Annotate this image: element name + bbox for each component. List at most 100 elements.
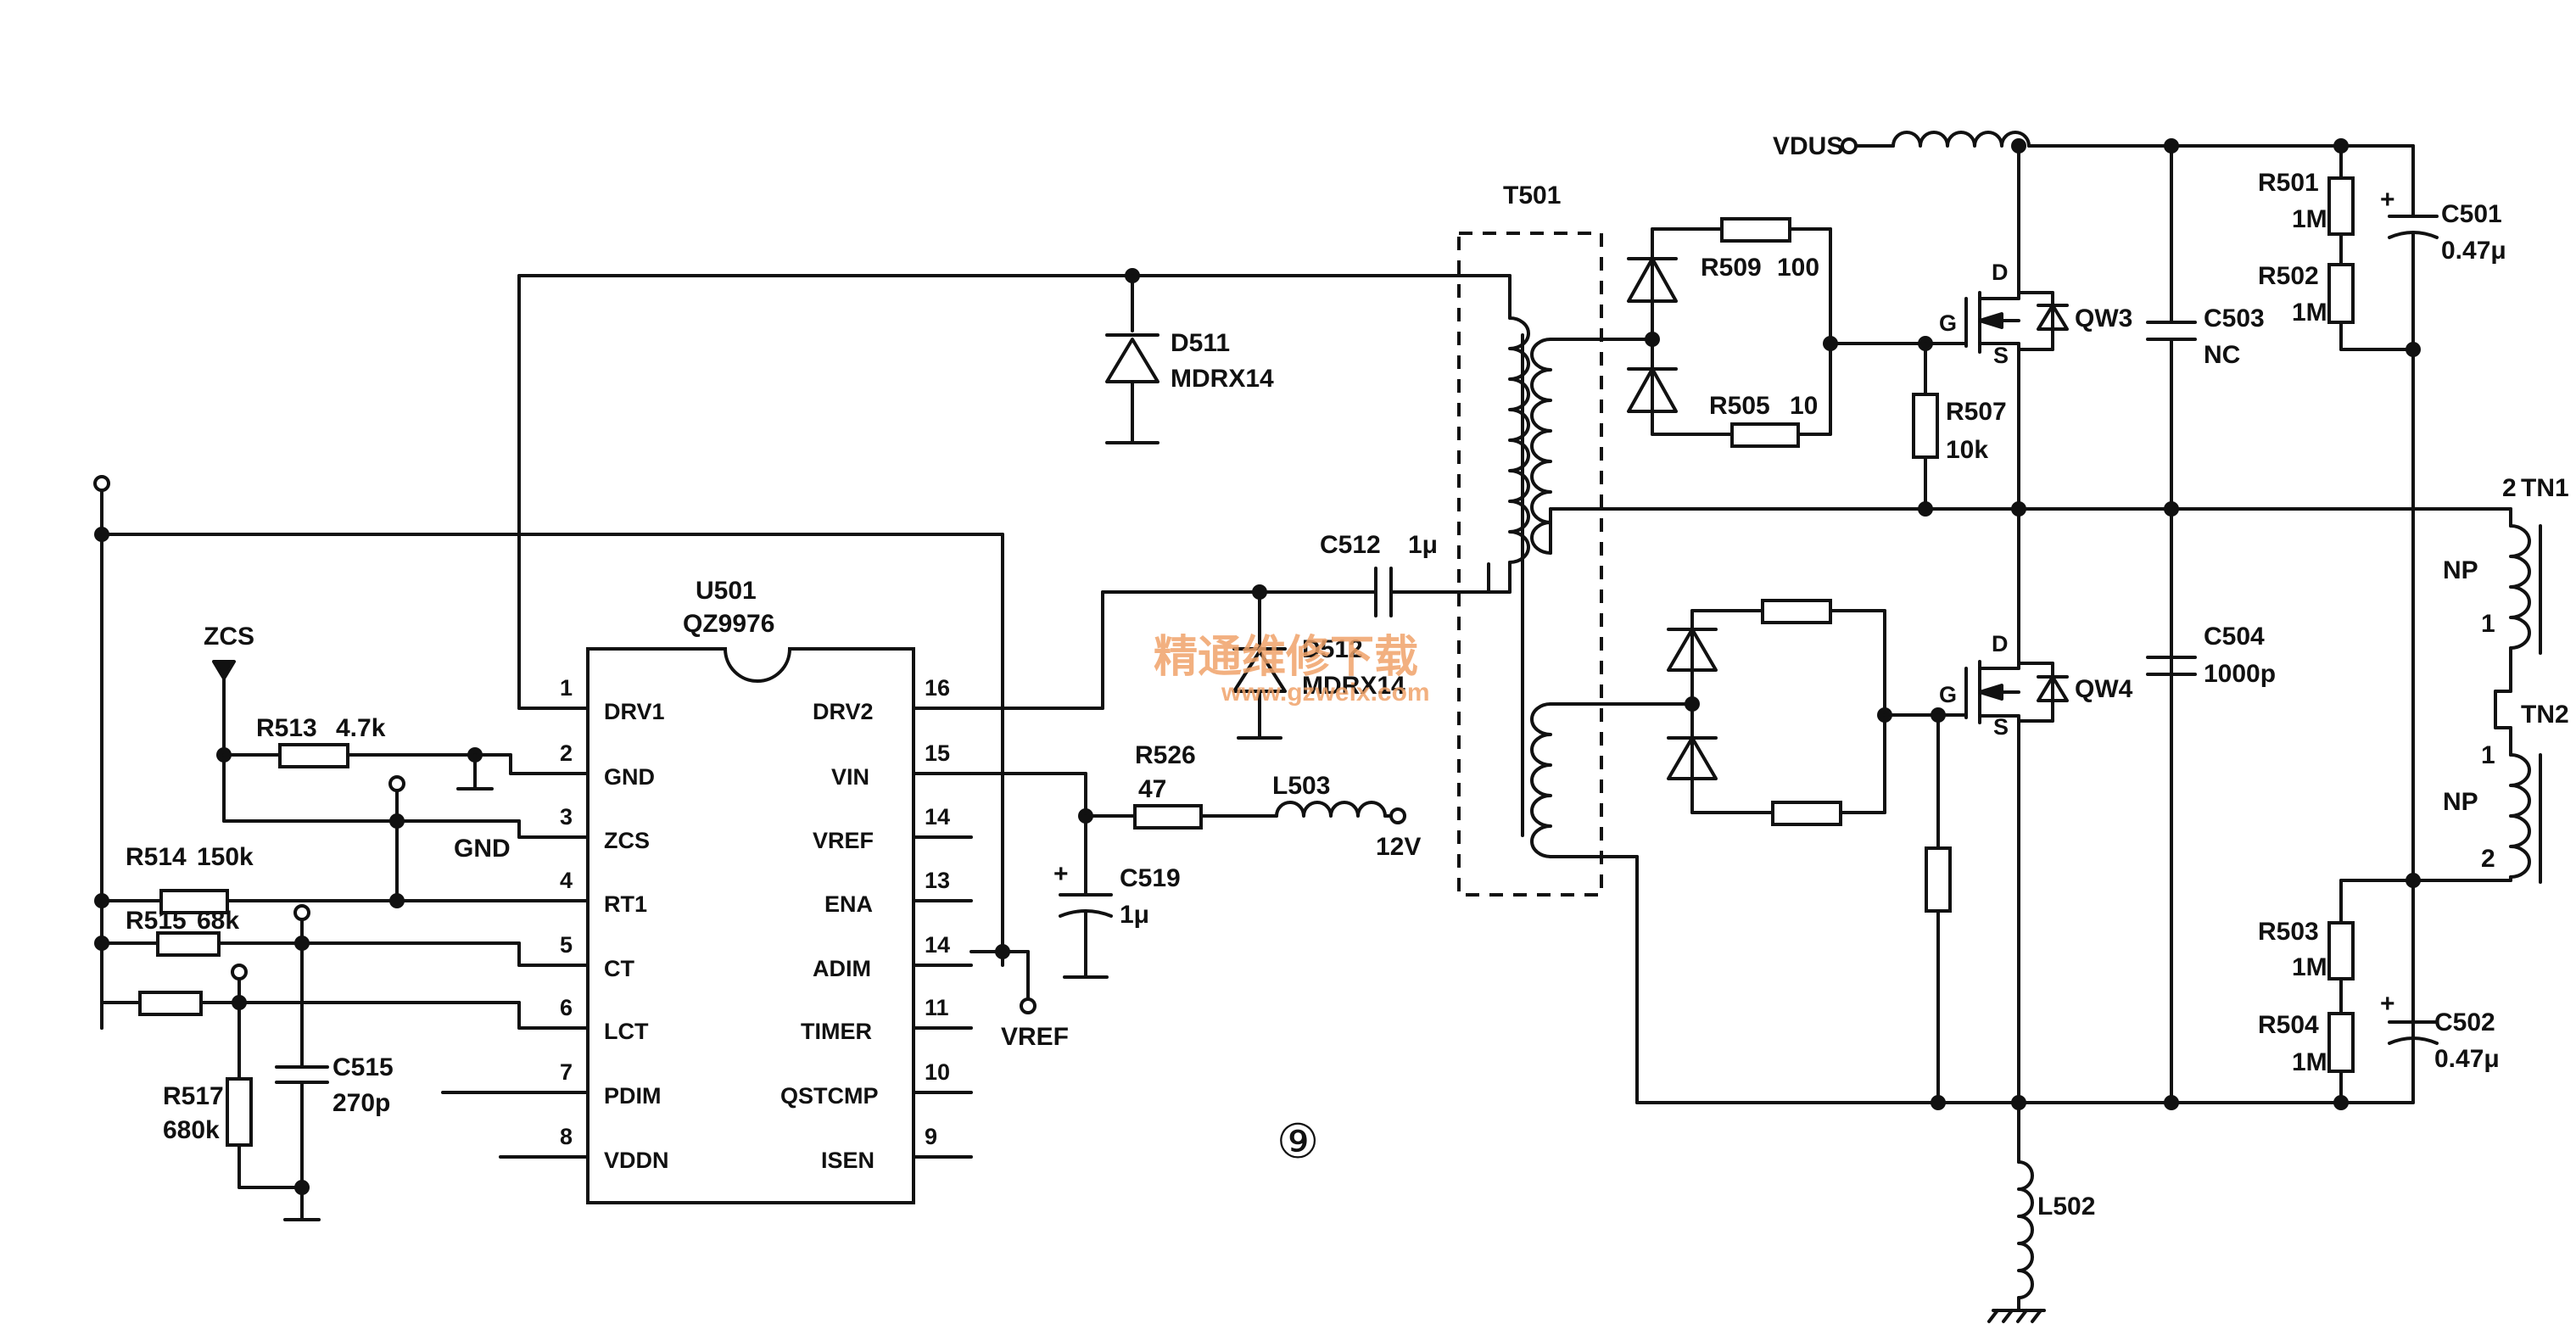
pin-name-vddn: VDDN [604,1148,669,1173]
r526-ref: R526 [1135,741,1196,769]
ic-u501: U501 QZ9976 1 DRV1 2 GND 3 ZCS 4 RT1 5 C… [441,577,973,1204]
output-transformer: 2 TN1 NP 1 TN2 1 NP 2 [2017,474,2569,888]
d512-ref: D512 [1302,635,1363,663]
c501-ref: C501 [2441,200,2502,228]
r513-ref: R513 [256,714,317,742]
pin-name-drv2: DRV2 [813,699,874,724]
c503-value: NC [2204,341,2240,369]
watermark-url: www.gzweix.com [1221,679,1430,707]
r514-ref: R514 [126,843,187,871]
r503-ref: R503 [2258,918,2319,946]
pin-name-isen: ISEN [821,1148,874,1173]
tn2-ref: TN2 [2521,701,2569,729]
tn1-pin1: 1 [2481,610,2495,638]
r504-ref: R504 [2258,1011,2319,1039]
figure-mark: ⑨ [1277,1116,1319,1169]
tn1-np: NP [2443,556,2478,584]
tn1-pin2: 2 [2502,474,2517,502]
l502-ref: L502 [2037,1193,2095,1221]
c519-plus: + [1053,860,1069,888]
c502-value: 0.47μ [2434,1045,2500,1073]
pin-name-rt1: RT1 [604,891,647,917]
ic-part: QZ9976 [683,610,774,638]
d511-value: MDRX14 [1171,365,1274,393]
pin-name-ct: CT [604,956,634,981]
r514-value: 150k [197,843,254,871]
pin-num-13: 13 [925,868,950,893]
pin-num-4: 4 [560,868,573,893]
pin-num-1: 1 [560,675,573,701]
transformer-t501: T501 [1457,182,2020,1104]
c512-value: 1μ [1408,531,1438,559]
net-vref: VREF [1001,1023,1069,1051]
r515-value: 68k [197,907,239,935]
pin-num-14a: 14 [925,804,950,830]
qw4-d: D [1992,631,2009,656]
qw3-g: G [1939,310,1957,336]
r502-ref: R502 [2258,262,2319,290]
c515-ref: C515 [332,1053,394,1081]
r517-ref: R517 [163,1082,224,1110]
c502-plus: + [2380,990,2395,1018]
pin-name-lct: LCT [604,1019,649,1044]
r509-value: 100 [1777,254,1819,282]
r509-ref: R509 [1701,254,1762,282]
pin-name-timer: TIMER [801,1019,872,1044]
qw4-ref: QW4 [2075,675,2133,703]
l503-ref: L503 [1272,772,1330,800]
pin-name-ena: ENA [824,891,873,917]
net-zcs: ZCS [204,623,254,651]
r507-ref: R507 [1946,398,2007,426]
t501-ref: T501 [1503,182,1561,209]
tn2-pin1: 1 [2481,741,2495,769]
pin-name-qstcmp: QSTCMP [780,1083,879,1109]
lower-half-bridge: D G S QW4 C504 1000p R503 1M R504 1M + C… [1635,507,2500,1323]
r505-ref: R505 [1709,392,1770,420]
c501-value: 0.47μ [2441,237,2506,265]
pin-num-14b: 14 [925,932,950,958]
r505-value: 10 [1790,392,1818,420]
pin-name-pdim: PDIM [604,1083,662,1109]
r517-value: 680k [163,1116,220,1144]
pin-name-zcs: ZCS [604,828,650,853]
upper-half-bridge: VDUS R509 100 R505 10 R507 10 [1627,131,2506,1104]
c519-ref: C519 [1120,864,1181,892]
qw4-g: G [1939,682,1957,707]
r503-value: 1M [2292,953,2327,981]
pin-name-vref: VREF [813,828,874,853]
qw3-d: D [1992,260,2009,285]
pin-num-11: 11 [925,995,949,1020]
pin-num-3: 3 [560,804,573,830]
pin-name-vin: VIN [831,764,869,790]
qw4-s: S [1993,714,2009,740]
ic-ref: U501 [696,577,757,605]
c504-value: 1000p [2204,660,2276,688]
watermark-cn: 精通维修下载 [1154,633,1418,682]
tn2-np: NP [2443,788,2478,816]
pin-num-10: 10 [925,1059,950,1085]
pin-num-15: 15 [925,740,950,766]
pin-num-16: 16 [925,675,950,701]
r507-value: 10k [1946,436,1988,464]
qw3-s: S [1993,343,2009,368]
pin-num-2: 2 [560,740,573,766]
r501-value: 1M [2292,205,2327,233]
c515-value: 270p [332,1089,390,1117]
net-vdus: VDUS [1773,132,1843,160]
pin-num-9: 9 [925,1124,937,1149]
c502-ref: C502 [2434,1008,2495,1036]
c504-ref: C504 [2204,623,2265,651]
tn2-pin2: 2 [2481,845,2495,873]
r513-value: 4.7k [336,714,386,742]
driver-network: D511 MDRX14 D512 MDRX14 C512 1μ R526 4 [969,274,1490,1051]
pin-num-8: 8 [560,1124,573,1149]
r501-ref: R501 [2258,169,2319,197]
d512-value: MDRX14 [1302,672,1405,700]
c503-ref: C503 [2204,304,2265,332]
qw3-ref: QW3 [2075,304,2132,332]
pin-name-gnd: GND [604,764,655,790]
c519-value: 1μ [1120,901,1149,929]
d511-ref: D511 [1171,329,1230,357]
pin-num-7: 7 [560,1059,573,1085]
c501-plus: + [2380,186,2395,214]
